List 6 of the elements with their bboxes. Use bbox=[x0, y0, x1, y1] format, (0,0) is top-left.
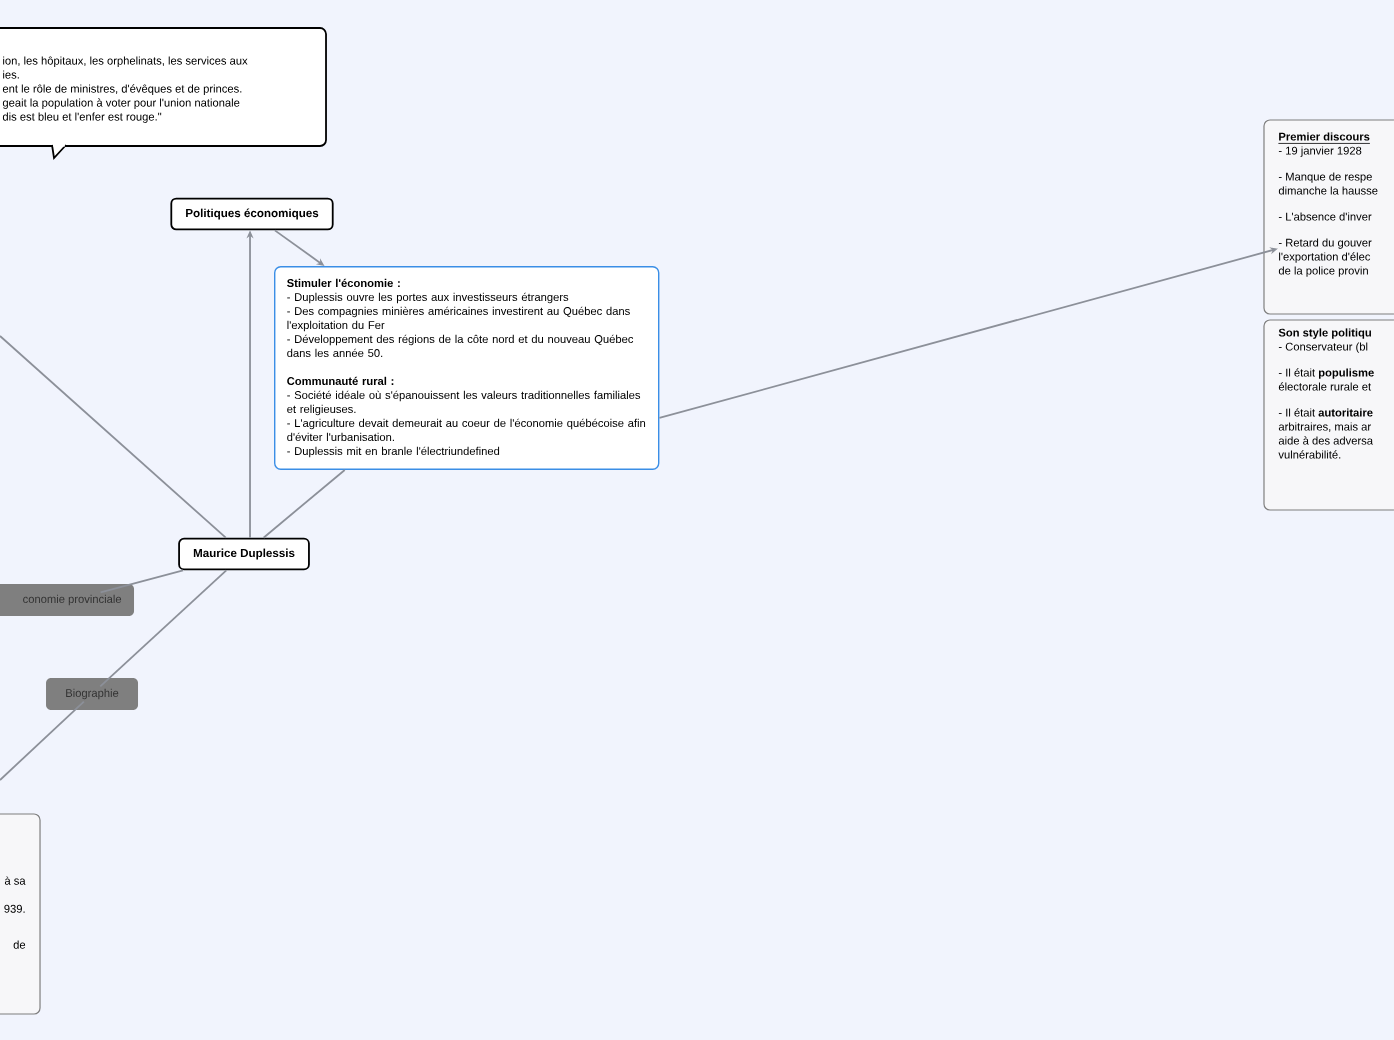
connector-line bbox=[99, 569, 228, 688]
connector-line bbox=[0, 335, 227, 539]
connector-line bbox=[0, 700, 85, 781]
connector-line bbox=[99, 569, 184, 594]
connector-line bbox=[262, 469, 346, 539]
arrow bbox=[658, 247, 1278, 419]
